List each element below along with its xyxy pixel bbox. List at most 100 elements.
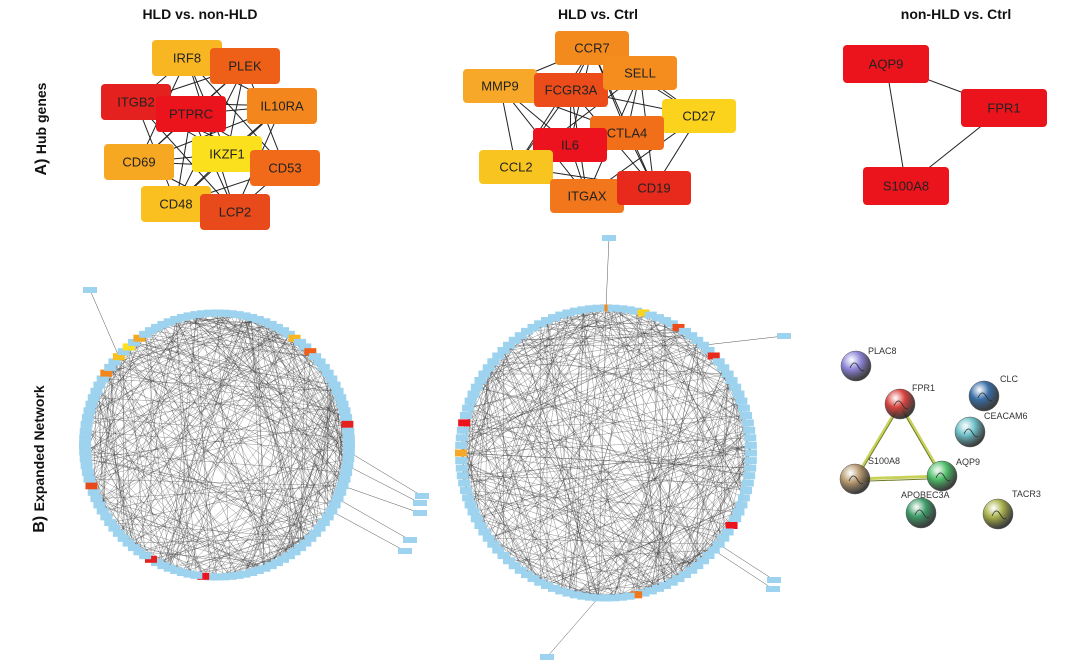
string-node-label: CLC xyxy=(1000,374,1019,384)
ring-node xyxy=(497,552,510,560)
hub-node-label: CD53 xyxy=(268,161,301,176)
ring-node xyxy=(665,578,678,586)
hub-node-plek: PLEK xyxy=(210,48,280,84)
hub-node-box xyxy=(104,144,174,180)
ring-node xyxy=(521,327,534,335)
ring-node xyxy=(745,449,757,457)
ring-node xyxy=(163,318,176,326)
ring-node xyxy=(313,524,326,532)
ring-node xyxy=(502,557,515,565)
outlier-edge xyxy=(89,289,120,357)
hub-node-box xyxy=(662,99,736,133)
hub-node-label: AQP9 xyxy=(869,57,904,72)
string-node-plac8: PLAC8 xyxy=(840,346,897,382)
ring-node xyxy=(304,348,317,356)
ring-node xyxy=(712,358,725,366)
ring-node xyxy=(678,571,691,579)
string-node-label: AQP9 xyxy=(956,457,980,467)
ring-node xyxy=(514,332,527,340)
hub-node-label: S100A8 xyxy=(883,179,929,194)
ring-node xyxy=(145,327,157,335)
outlier-node xyxy=(777,333,791,339)
ring-node xyxy=(83,475,96,483)
ring-node xyxy=(470,515,483,523)
ring-node xyxy=(190,571,203,579)
ring-node xyxy=(615,305,628,313)
ring-node xyxy=(534,578,547,586)
ring-node xyxy=(304,534,317,542)
ring-node xyxy=(321,369,334,377)
hub-node-label: SELL xyxy=(624,66,656,81)
ring-node xyxy=(502,341,515,349)
string-node-apobec3a: APOBEC3A xyxy=(901,490,950,529)
hub-node-ptprc: PTPRC xyxy=(156,96,226,132)
hub-node-ccl2: CCL2 xyxy=(479,150,553,184)
string-node-aqp9: AQP9 xyxy=(926,457,980,492)
string-node-clc: CLC xyxy=(968,374,1019,412)
ring-node xyxy=(104,363,117,371)
string-node-label: APOBEC3A xyxy=(901,490,950,500)
ring-node xyxy=(685,332,698,340)
ring-node xyxy=(127,544,140,552)
hub-node-box xyxy=(863,167,949,205)
ring-node xyxy=(341,462,354,470)
ring-node xyxy=(600,594,612,602)
expanded-hld-vs-ctrl-network xyxy=(455,235,791,660)
ring-node xyxy=(569,307,582,315)
ring-node xyxy=(732,390,745,398)
hub-edge xyxy=(885,63,907,187)
protein-structure-icon xyxy=(963,428,979,438)
ring-node xyxy=(702,552,715,560)
ring-node xyxy=(651,314,664,322)
ring-node xyxy=(190,311,203,319)
hub-node-lcp2: LCP2 xyxy=(200,194,270,230)
outlier-node xyxy=(767,577,781,583)
ring-node xyxy=(282,330,295,338)
ring-node xyxy=(79,434,92,442)
ring-node xyxy=(697,557,710,565)
ring-node xyxy=(224,310,237,318)
hub-node-label: CCR7 xyxy=(574,41,609,56)
ring-node xyxy=(340,468,353,476)
hub-node-ikzf1: IKZF1 xyxy=(192,136,262,172)
ring-node xyxy=(288,334,301,342)
ring-node xyxy=(562,589,575,597)
ring-node xyxy=(251,315,264,323)
ring-node xyxy=(665,320,678,328)
ring-node xyxy=(737,404,750,412)
hub-node-label: LCP2 xyxy=(219,205,252,220)
ring-node xyxy=(251,567,264,575)
ring-node xyxy=(231,571,244,579)
outlier-edge xyxy=(546,597,599,658)
hub-node-box xyxy=(152,40,222,76)
ring-node xyxy=(455,441,468,449)
panel-title-nonhld-vs-ctrl: non-HLD vs. Ctrl xyxy=(900,6,1012,22)
ring-node xyxy=(622,306,635,314)
ring-node xyxy=(541,317,554,325)
string-node-fpr1: FPR1 xyxy=(884,383,935,420)
string-node-label: TACR3 xyxy=(1012,489,1041,499)
hub-node-box xyxy=(590,116,664,150)
ring-node xyxy=(197,310,210,318)
string-node-label: S100A8 xyxy=(868,456,900,466)
hub-node-box xyxy=(961,89,1047,127)
ring-node xyxy=(607,304,620,312)
hub-node-irf8: IRF8 xyxy=(152,40,222,76)
ring-node xyxy=(721,528,734,536)
hub-node-label: PTPRC xyxy=(169,107,213,122)
ring-node xyxy=(744,457,757,465)
hub-node-label: MMP9 xyxy=(481,79,519,94)
string-node-label: PLAC8 xyxy=(868,346,897,356)
ring-node xyxy=(534,320,547,328)
hub-node-label: CD69 xyxy=(122,155,155,170)
protein-structure-icon xyxy=(991,510,1007,520)
hub-node-fcgr3a: FCGR3A xyxy=(534,73,608,107)
ring-node xyxy=(151,559,164,567)
ring-node xyxy=(592,594,605,602)
ring-node xyxy=(514,566,527,574)
ring-node xyxy=(90,495,103,503)
ring-node xyxy=(342,448,355,456)
ring-node xyxy=(744,434,757,442)
ring-node xyxy=(637,309,650,317)
ring-node xyxy=(145,555,157,563)
